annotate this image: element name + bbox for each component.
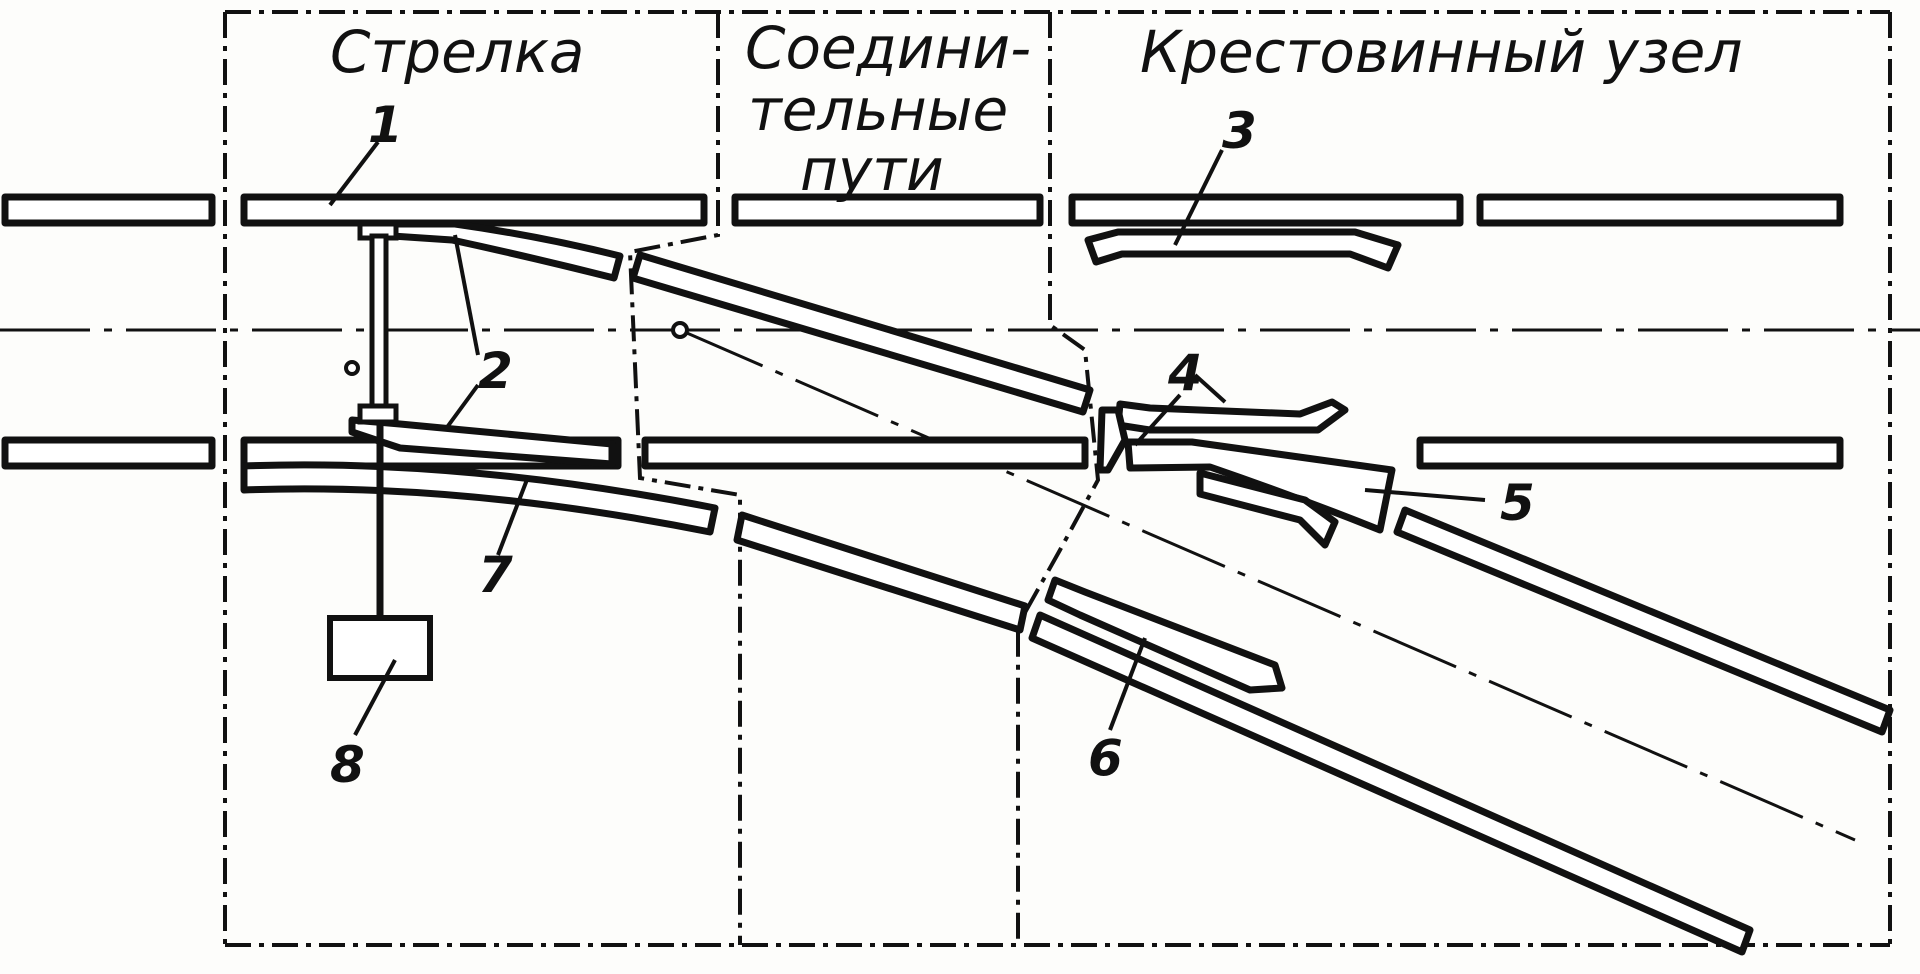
- leader-1: [328, 140, 380, 207]
- leader-lines: [328, 140, 1486, 736]
- callout-2: 2: [478, 342, 513, 400]
- tie-rod-pin: [344, 360, 360, 376]
- upper-guard-side-rail: [1068, 193, 1464, 227]
- frog-wing-lower: [1196, 469, 1339, 549]
- stock-rail-upper: [240, 193, 708, 227]
- curved-connecting-rail-lower: [733, 511, 1029, 634]
- connecting-section-title-line1: Соедини-: [745, 14, 1031, 82]
- callout-8: 8: [330, 736, 365, 794]
- leader-6: [1108, 637, 1147, 731]
- guard-rail-6: [1044, 576, 1286, 694]
- axis-intersection-point: [671, 321, 689, 339]
- connecting-section-title-line2: тельные: [748, 76, 1008, 144]
- leader-4-lower: [1133, 393, 1182, 447]
- track-axes: [0, 321, 1920, 842]
- callout-5: 5: [1500, 474, 1535, 532]
- callout-3: 3: [1222, 102, 1257, 160]
- upper-connecting-rail: [731, 193, 1044, 227]
- boundary-switch-connecting: [627, 12, 742, 945]
- tie-rod: [369, 233, 389, 415]
- guard-rail-3: [1084, 228, 1402, 272]
- leader-8: [353, 659, 397, 736]
- leader-3: [1173, 149, 1224, 246]
- frog-point-nose: [1096, 406, 1129, 474]
- frog-diverging-rail: [1393, 506, 1894, 736]
- leader-2-upper: [453, 234, 480, 356]
- switch-machine-8: [327, 615, 433, 681]
- switch-point-lower: [348, 416, 616, 468]
- leader-5: [1364, 488, 1486, 502]
- crossing-assembly: [1044, 228, 1402, 694]
- diverging-rails: [240, 220, 1894, 956]
- crossing-section-title: Крестовинный узел: [1140, 18, 1742, 86]
- callout-6: 6: [1088, 729, 1123, 787]
- callout-1: 1: [368, 96, 403, 154]
- lower-rail-exit: [1416, 436, 1844, 470]
- callout-4: 4: [1167, 344, 1203, 402]
- lower-connecting-rail: [641, 436, 1089, 470]
- leader-2-lower: [443, 383, 480, 432]
- switch-point-upper: [358, 220, 624, 282]
- boundary-connecting-crossing: [1016, 12, 1101, 945]
- section-boundaries: [223, 10, 1892, 947]
- curved-stock-rail-lower: [240, 461, 719, 536]
- callout-7: 7: [478, 546, 513, 604]
- upper-rail-exit: [1476, 193, 1844, 227]
- curved-connecting-rail-upper: [629, 251, 1094, 416]
- section-titles: Стрелка Соедини- тельные пути Крестовинн…: [330, 14, 1742, 204]
- leader-7: [496, 476, 530, 556]
- diverging-track-axis: [679, 328, 1856, 842]
- switch-mechanism: [327, 221, 433, 681]
- callout-numbers: 1 2 3 4 5 6 7 8: [330, 96, 1535, 794]
- switch-section-title: Стрелка: [330, 18, 584, 86]
- connecting-section-title-line3: пути: [800, 136, 944, 204]
- upper-rail-approach: [1, 193, 216, 227]
- diverging-outer-rail: [1028, 611, 1754, 956]
- wing-rail-4: [1114, 398, 1349, 434]
- leader-4-upper: [1193, 373, 1227, 404]
- lower-rail-approach: [1, 436, 216, 470]
- tie-rod-lower-bracket: [357, 403, 399, 425]
